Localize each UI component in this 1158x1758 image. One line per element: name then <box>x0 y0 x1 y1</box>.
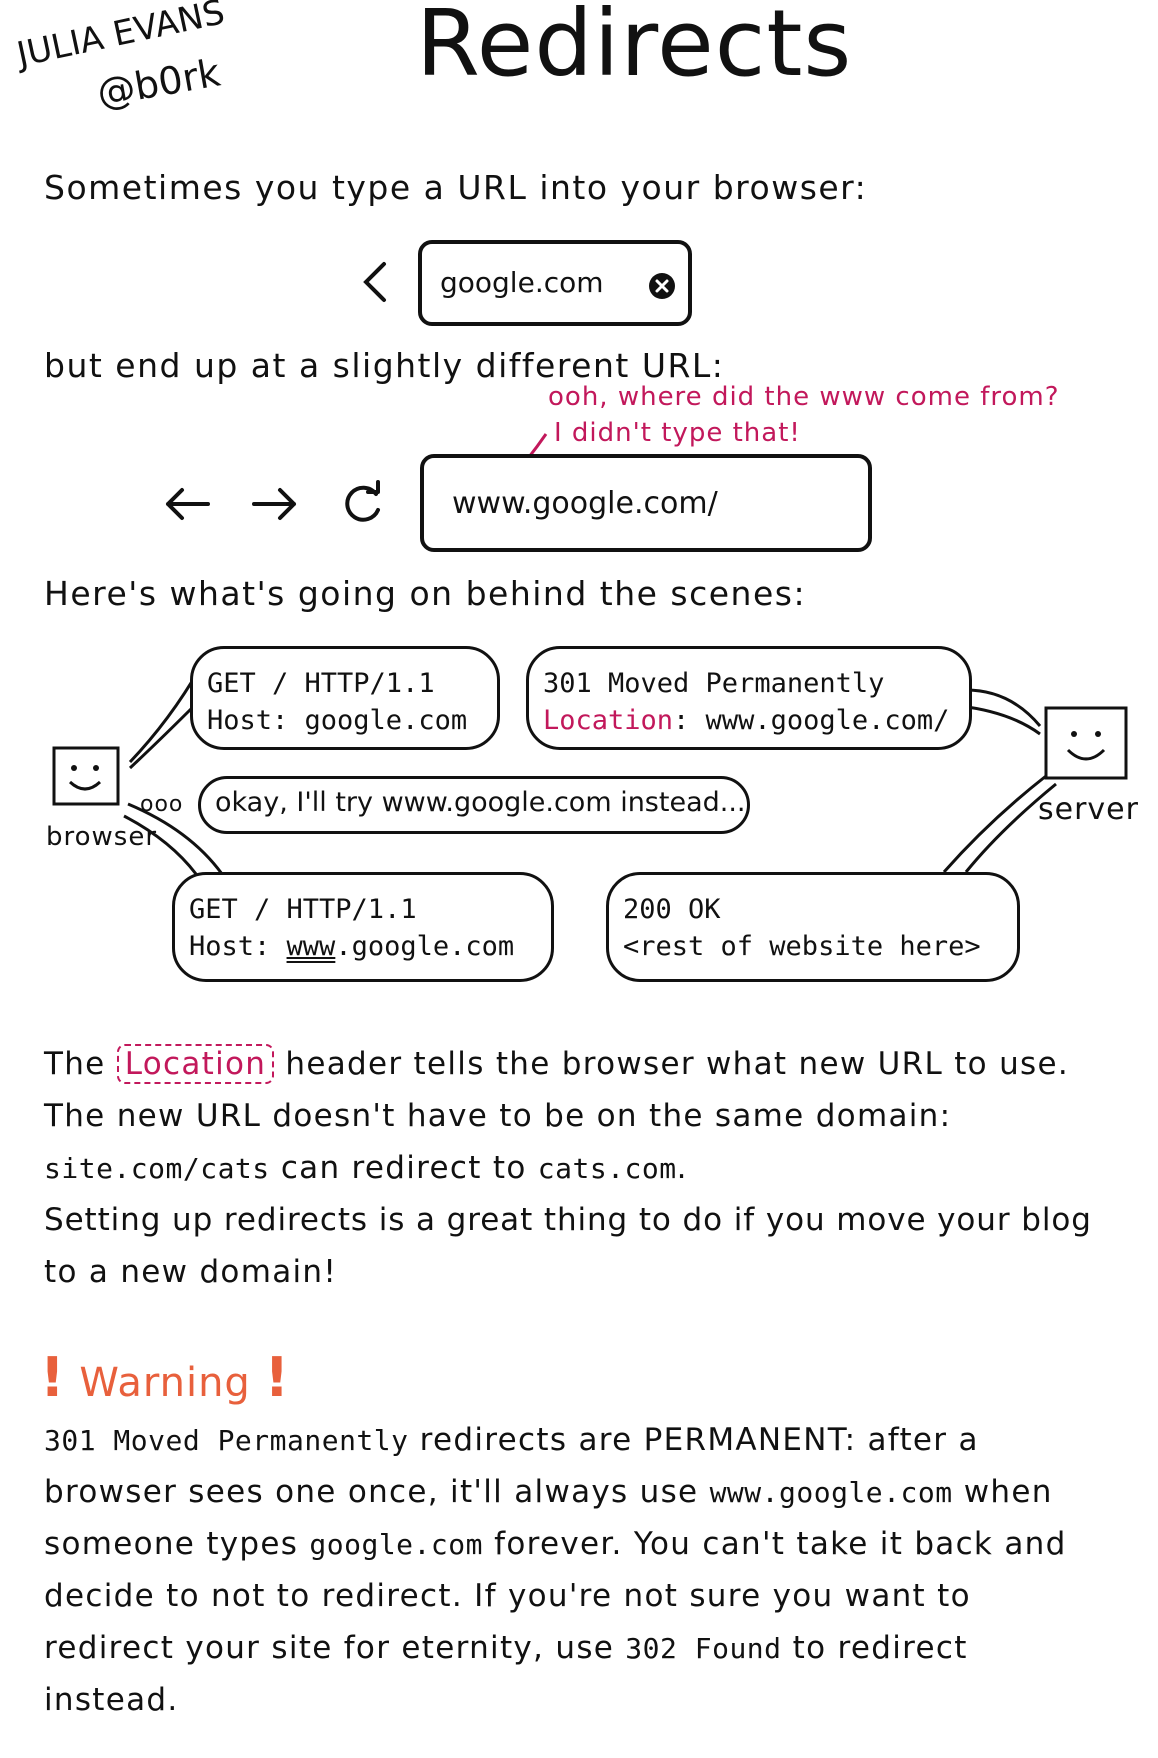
warning-text-1: redirects are PERMANENT: after a <box>419 1422 979 1458</box>
warning-text-3-end: forever. You can't take it back and <box>494 1526 1067 1562</box>
explain-line-5: to a new domain! <box>44 1254 338 1290</box>
request-2-line-2: Host: www.google.com <box>189 928 537 965</box>
location-header-value: : www.google.com/ <box>673 705 950 736</box>
url-bar-before[interactable]: google.com <box>418 240 692 326</box>
thought-bubble: okay, I'll try www.google.com instead... <box>198 776 750 834</box>
code-www-google: www.google.com <box>709 1476 953 1509</box>
explain-period: . <box>676 1150 688 1186</box>
explain-the: The <box>44 1046 106 1082</box>
response-2-line-2: <rest of website here> <box>623 931 981 962</box>
warning-text-5-end: to redirect <box>792 1630 968 1666</box>
server-face-icon <box>1044 706 1130 786</box>
warning-title: Warning <box>79 1360 251 1406</box>
code-301: 301 Moved Permanently <box>44 1424 409 1457</box>
request-2-host-rest: .google.com <box>335 931 515 962</box>
explain-line-1: The Location header tells the browser wh… <box>44 1038 1069 1090</box>
reload-icon[interactable] <box>338 480 388 534</box>
response-2-line-1: 200 OK <box>623 894 721 925</box>
warning-line-4: decide to not to redirect. If you're not… <box>44 1578 971 1614</box>
annotation-line-1: ooh, where did the www come from? <box>548 382 1060 412</box>
page-title: Redirects <box>416 0 853 97</box>
thought-dots: ooo <box>140 792 184 817</box>
warning-line-3: someone types google.com forever. You ca… <box>44 1518 1067 1571</box>
warning-line-6: instead. <box>44 1682 179 1718</box>
explain-line-4: Setting up redirects is a great thing to… <box>44 1202 1092 1238</box>
browser-label: browser <box>46 822 158 852</box>
scenes-heading: Here's what's going on behind the scenes… <box>44 574 807 613</box>
warning-text-2: browser sees one once, it'll always use <box>44 1474 699 1510</box>
server-label: server <box>1038 792 1139 827</box>
browser-face-icon <box>52 746 122 812</box>
explain-line-2: The new URL doesn't have to be on the sa… <box>44 1098 952 1134</box>
code-cats-com: cats.com <box>537 1152 677 1185</box>
back-arrow-icon[interactable] <box>162 484 212 528</box>
warning-line-5: redirect your site for eternity, use 302… <box>44 1622 968 1675</box>
bubble-tails <box>123 667 1057 875</box>
url-bar-after[interactable]: www.google.com/ <box>420 454 872 552</box>
warning-text-2-end: when <box>963 1474 1053 1510</box>
request-2-host-www: www <box>286 931 336 962</box>
code-site-cats: site.com/cats <box>44 1152 270 1185</box>
request-bubble-2: GET / HTTP/1.1 Host: www.google.com <box>172 872 554 982</box>
response-1-line-2: Location: www.google.com/ <box>543 702 955 739</box>
request-2-line-1: GET / HTTP/1.1 <box>189 894 417 925</box>
response-bubble-1: 301 Moved Permanently Location: www.goog… <box>526 646 972 750</box>
exclamation-icon: ! <box>40 1346 66 1409</box>
url-text-before: google.com <box>440 266 604 299</box>
location-tag: Location <box>116 1044 275 1084</box>
annotation-line-2: I didn't type that! <box>554 418 801 448</box>
request-1-line-2: Host: google.com <box>207 705 468 736</box>
explain-can-redirect: can redirect to <box>280 1150 527 1186</box>
clear-x-icon[interactable] <box>648 272 676 304</box>
warning-line-2: browser sees one once, it'll always use … <box>44 1466 1053 1519</box>
request-2-host-prefix: Host: <box>189 931 287 962</box>
explain-line-3: site.com/cats can redirect to cats.com. <box>44 1142 688 1195</box>
request-bubble-1: GET / HTTP/1.1 Host: google.com <box>190 646 500 750</box>
explain-header-text: header tells the browser what new URL to… <box>285 1046 1070 1082</box>
response-bubble-2: 200 OK <rest of website here> <box>606 872 1020 982</box>
warning-text-5: redirect your site for eternity, use <box>44 1630 615 1666</box>
back-chevron-icon[interactable] <box>360 260 390 308</box>
code-google: google.com <box>309 1528 483 1561</box>
url-text-after: www.google.com/ <box>452 486 718 521</box>
response-1-line-1: 301 Moved Permanently <box>543 668 885 699</box>
code-302: 302 Found <box>625 1632 782 1665</box>
request-1-line-1: GET / HTTP/1.1 <box>207 668 435 699</box>
warning-heading: ! Warning ! <box>40 1346 290 1409</box>
warning-line-1: 301 Moved Permanently redirects are PERM… <box>44 1414 979 1467</box>
exclamation-icon: ! <box>264 1346 291 1409</box>
forward-arrow-icon[interactable] <box>250 484 300 528</box>
location-header-name: Location <box>543 705 674 736</box>
intro-text-1: Sometimes you type a URL into your brows… <box>44 168 868 207</box>
intro-text-2: but end up at a slightly different URL: <box>44 346 725 385</box>
warning-text-3: someone types <box>44 1526 299 1562</box>
